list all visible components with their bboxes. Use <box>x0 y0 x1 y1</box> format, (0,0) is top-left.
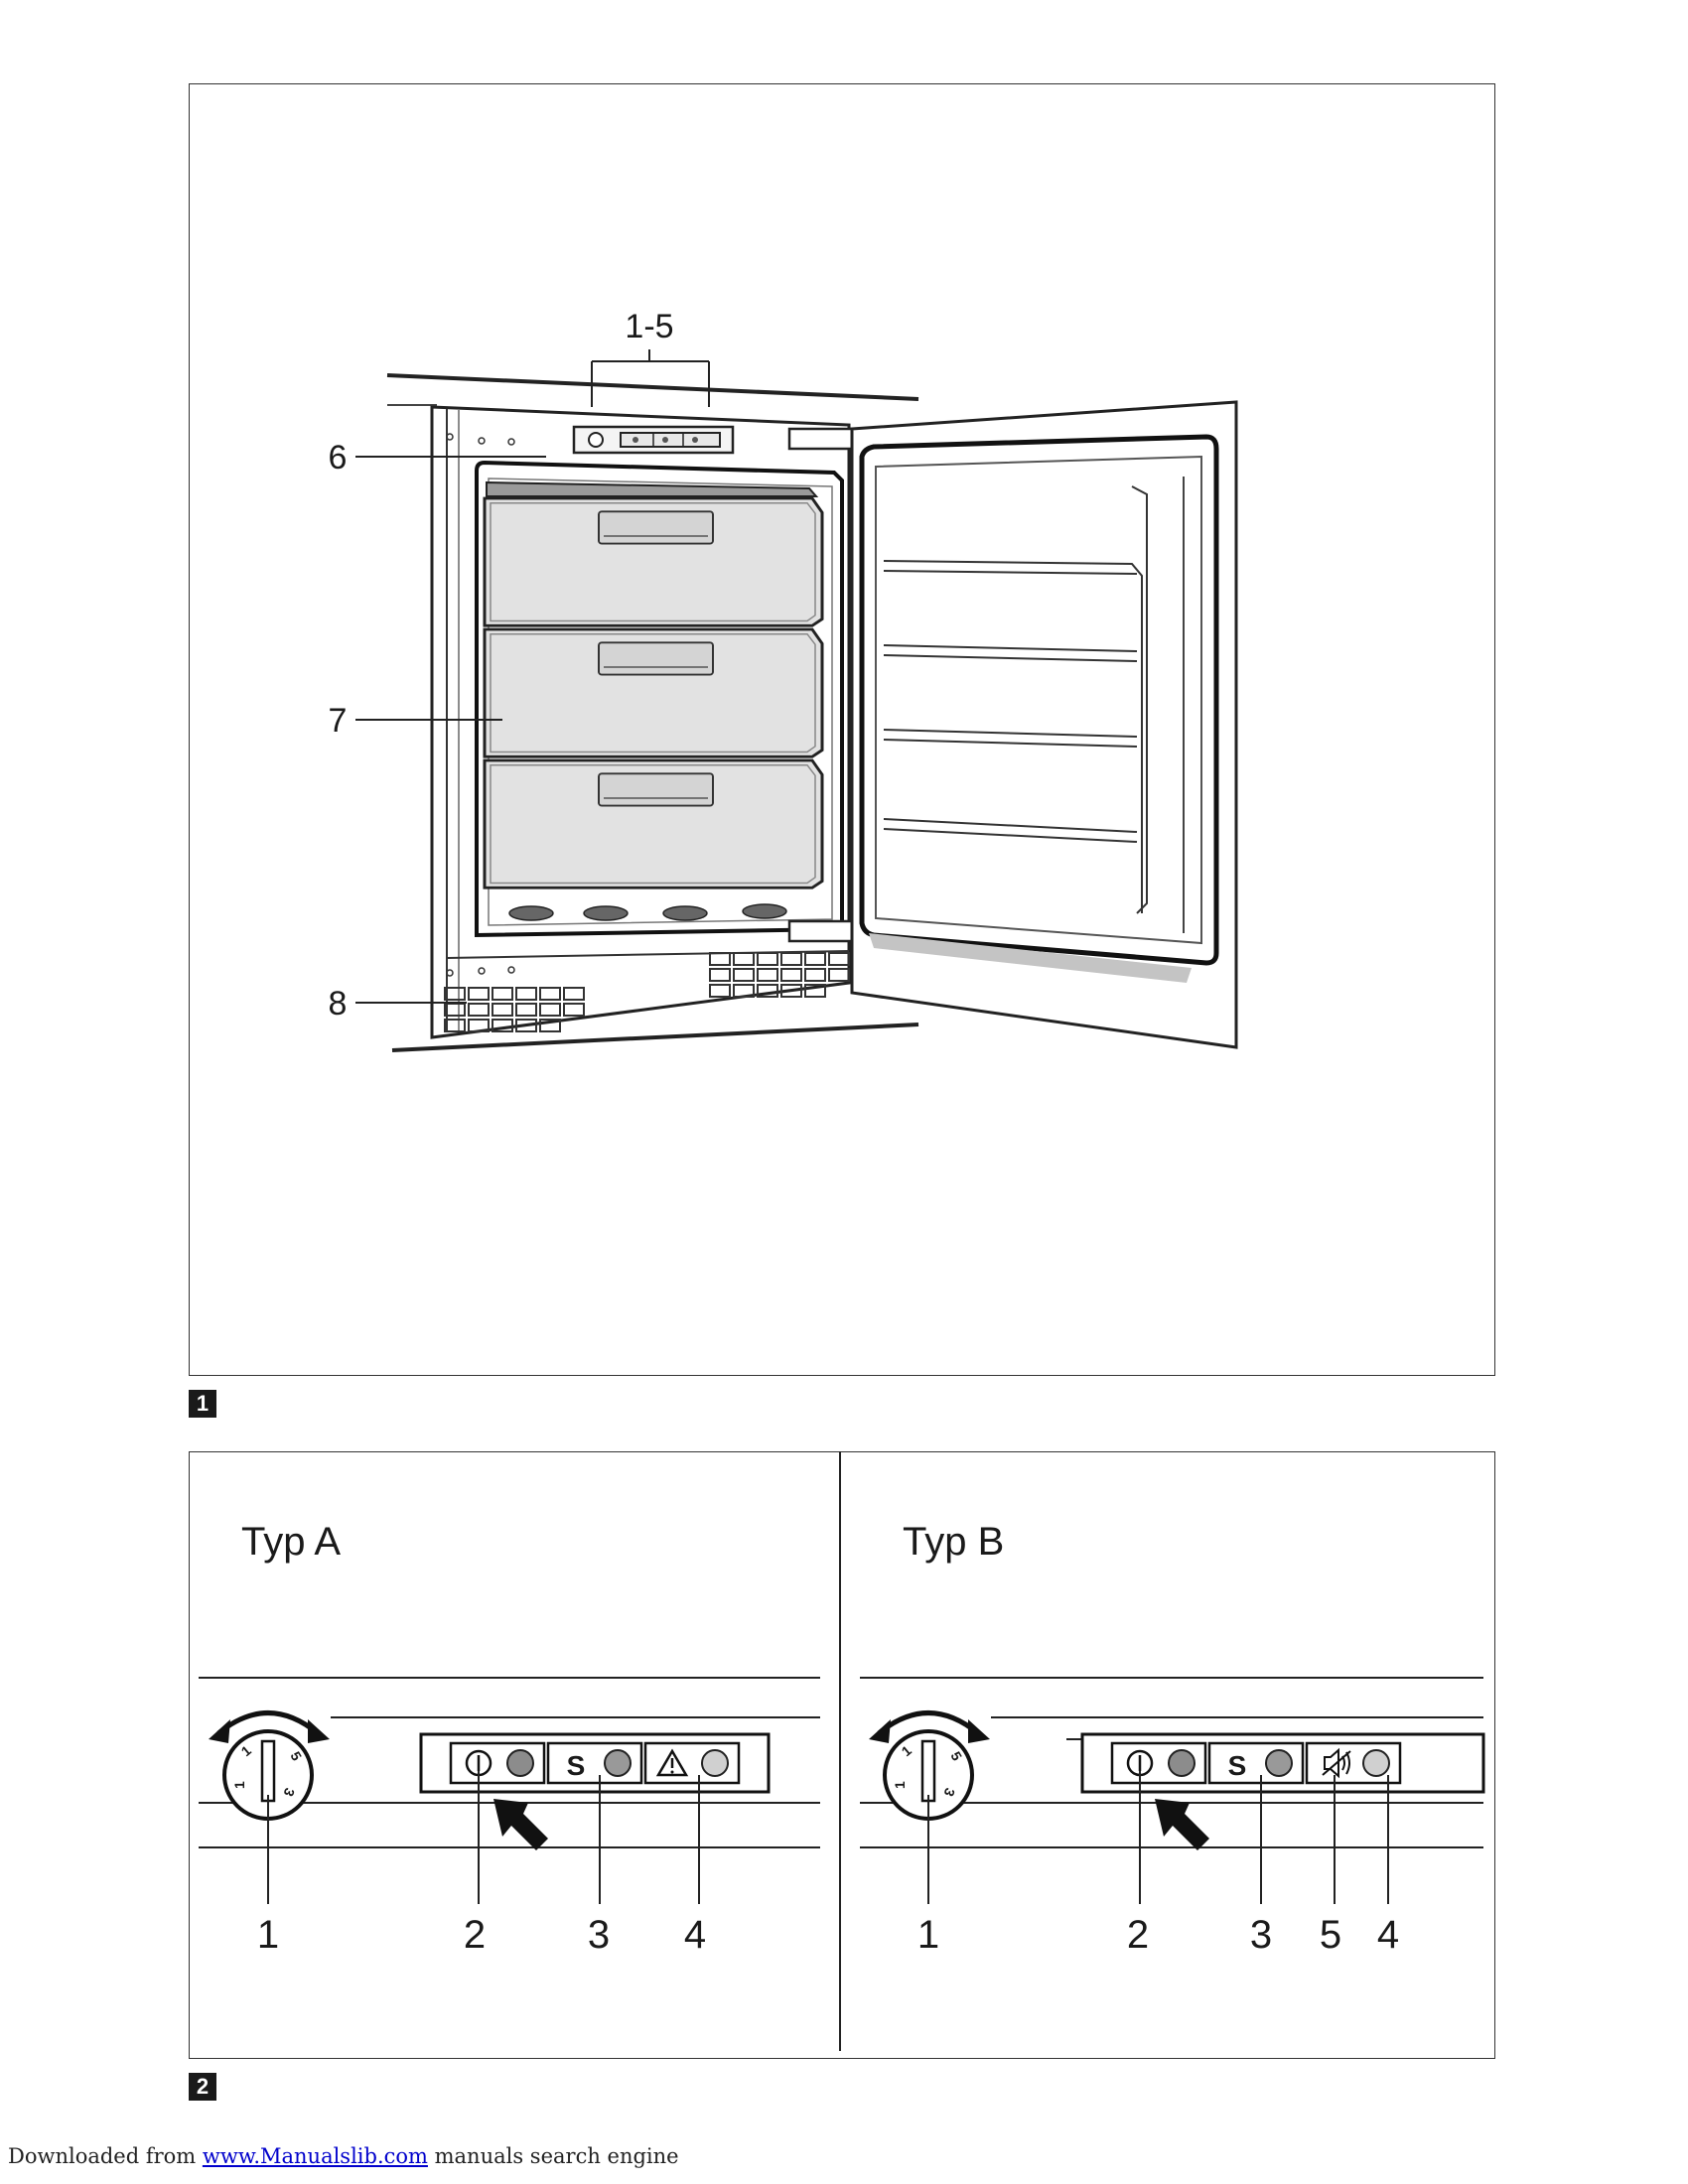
figure-2-number: 2 <box>189 2073 216 2101</box>
callout-6: 6 <box>329 439 348 477</box>
callout-bracket-1-5 <box>591 349 710 407</box>
callout-8: 8 <box>329 985 348 1023</box>
press-arrow-b <box>1155 1799 1209 1850</box>
panel-typ-a: Typ A 1 5 3 1 S <box>199 1520 820 1957</box>
power-led-b <box>1168 1749 1196 1777</box>
drawer-1 <box>483 496 824 627</box>
power-led-a <box>506 1749 534 1777</box>
control-panel-small <box>572 425 735 455</box>
freezer-door <box>850 400 1238 1049</box>
floor-line <box>391 1023 919 1052</box>
footer-prefix: Downloaded from <box>8 2144 203 2168</box>
press-arrow-a <box>493 1799 548 1850</box>
drawer-2 <box>483 627 824 758</box>
super-led-a <box>604 1749 632 1777</box>
alarm-led-a <box>701 1749 729 1777</box>
freezer-flap <box>486 480 819 497</box>
freezer-illustration: 1-5 6 7 8 <box>329 308 1238 1052</box>
super-symbol-b: S <box>1228 1750 1247 1781</box>
callout-b-4: 4 <box>1377 1913 1399 1957</box>
figure-2-frame <box>189 1451 1495 2059</box>
temperature-knob: 1 5 3 1 <box>209 1710 330 1821</box>
callout-a-1: 1 <box>257 1913 279 1957</box>
counter-top-line <box>386 373 919 401</box>
alarm-led-b <box>1362 1749 1390 1777</box>
drawer-3 <box>483 758 824 889</box>
svg-text:1: 1 <box>892 1781 908 1789</box>
callout-b-3: 3 <box>1250 1913 1272 1957</box>
callout-1-5: 1-5 <box>625 308 673 345</box>
callout-a-2: 2 <box>464 1913 486 1957</box>
footer-suffix: manuals search engine <box>427 2144 679 2168</box>
callout-7: 7 <box>329 702 348 740</box>
callout-b-2: 2 <box>1127 1913 1149 1957</box>
callout-b-5: 5 <box>1320 1913 1341 1957</box>
callout-a-3: 3 <box>588 1913 610 1957</box>
callout-a-4: 4 <box>684 1913 706 1957</box>
footer: Downloaded from www.Manualslib.com manua… <box>8 2144 679 2168</box>
super-symbol-a: S <box>567 1750 586 1781</box>
alarm-mute-icon <box>1322 1747 1351 1779</box>
footer-link[interactable]: www.Manualslib.com <box>202 2144 428 2168</box>
panel-typ-b: Typ B 1 5 3 1 S <box>860 1520 1485 1957</box>
callout-b-1: 1 <box>917 1913 939 1957</box>
panel-a-title: Typ A <box>241 1520 341 1564</box>
panel-b-title: Typ B <box>903 1520 1004 1564</box>
figure-1-number: 1 <box>189 1390 216 1418</box>
alarm-section-b <box>1305 1741 1402 1785</box>
temperature-knob-b: 1 5 3 1 <box>869 1710 990 1821</box>
svg-text:1: 1 <box>231 1781 247 1789</box>
super-led-b <box>1265 1749 1293 1777</box>
figure-1-frame <box>189 83 1495 1376</box>
